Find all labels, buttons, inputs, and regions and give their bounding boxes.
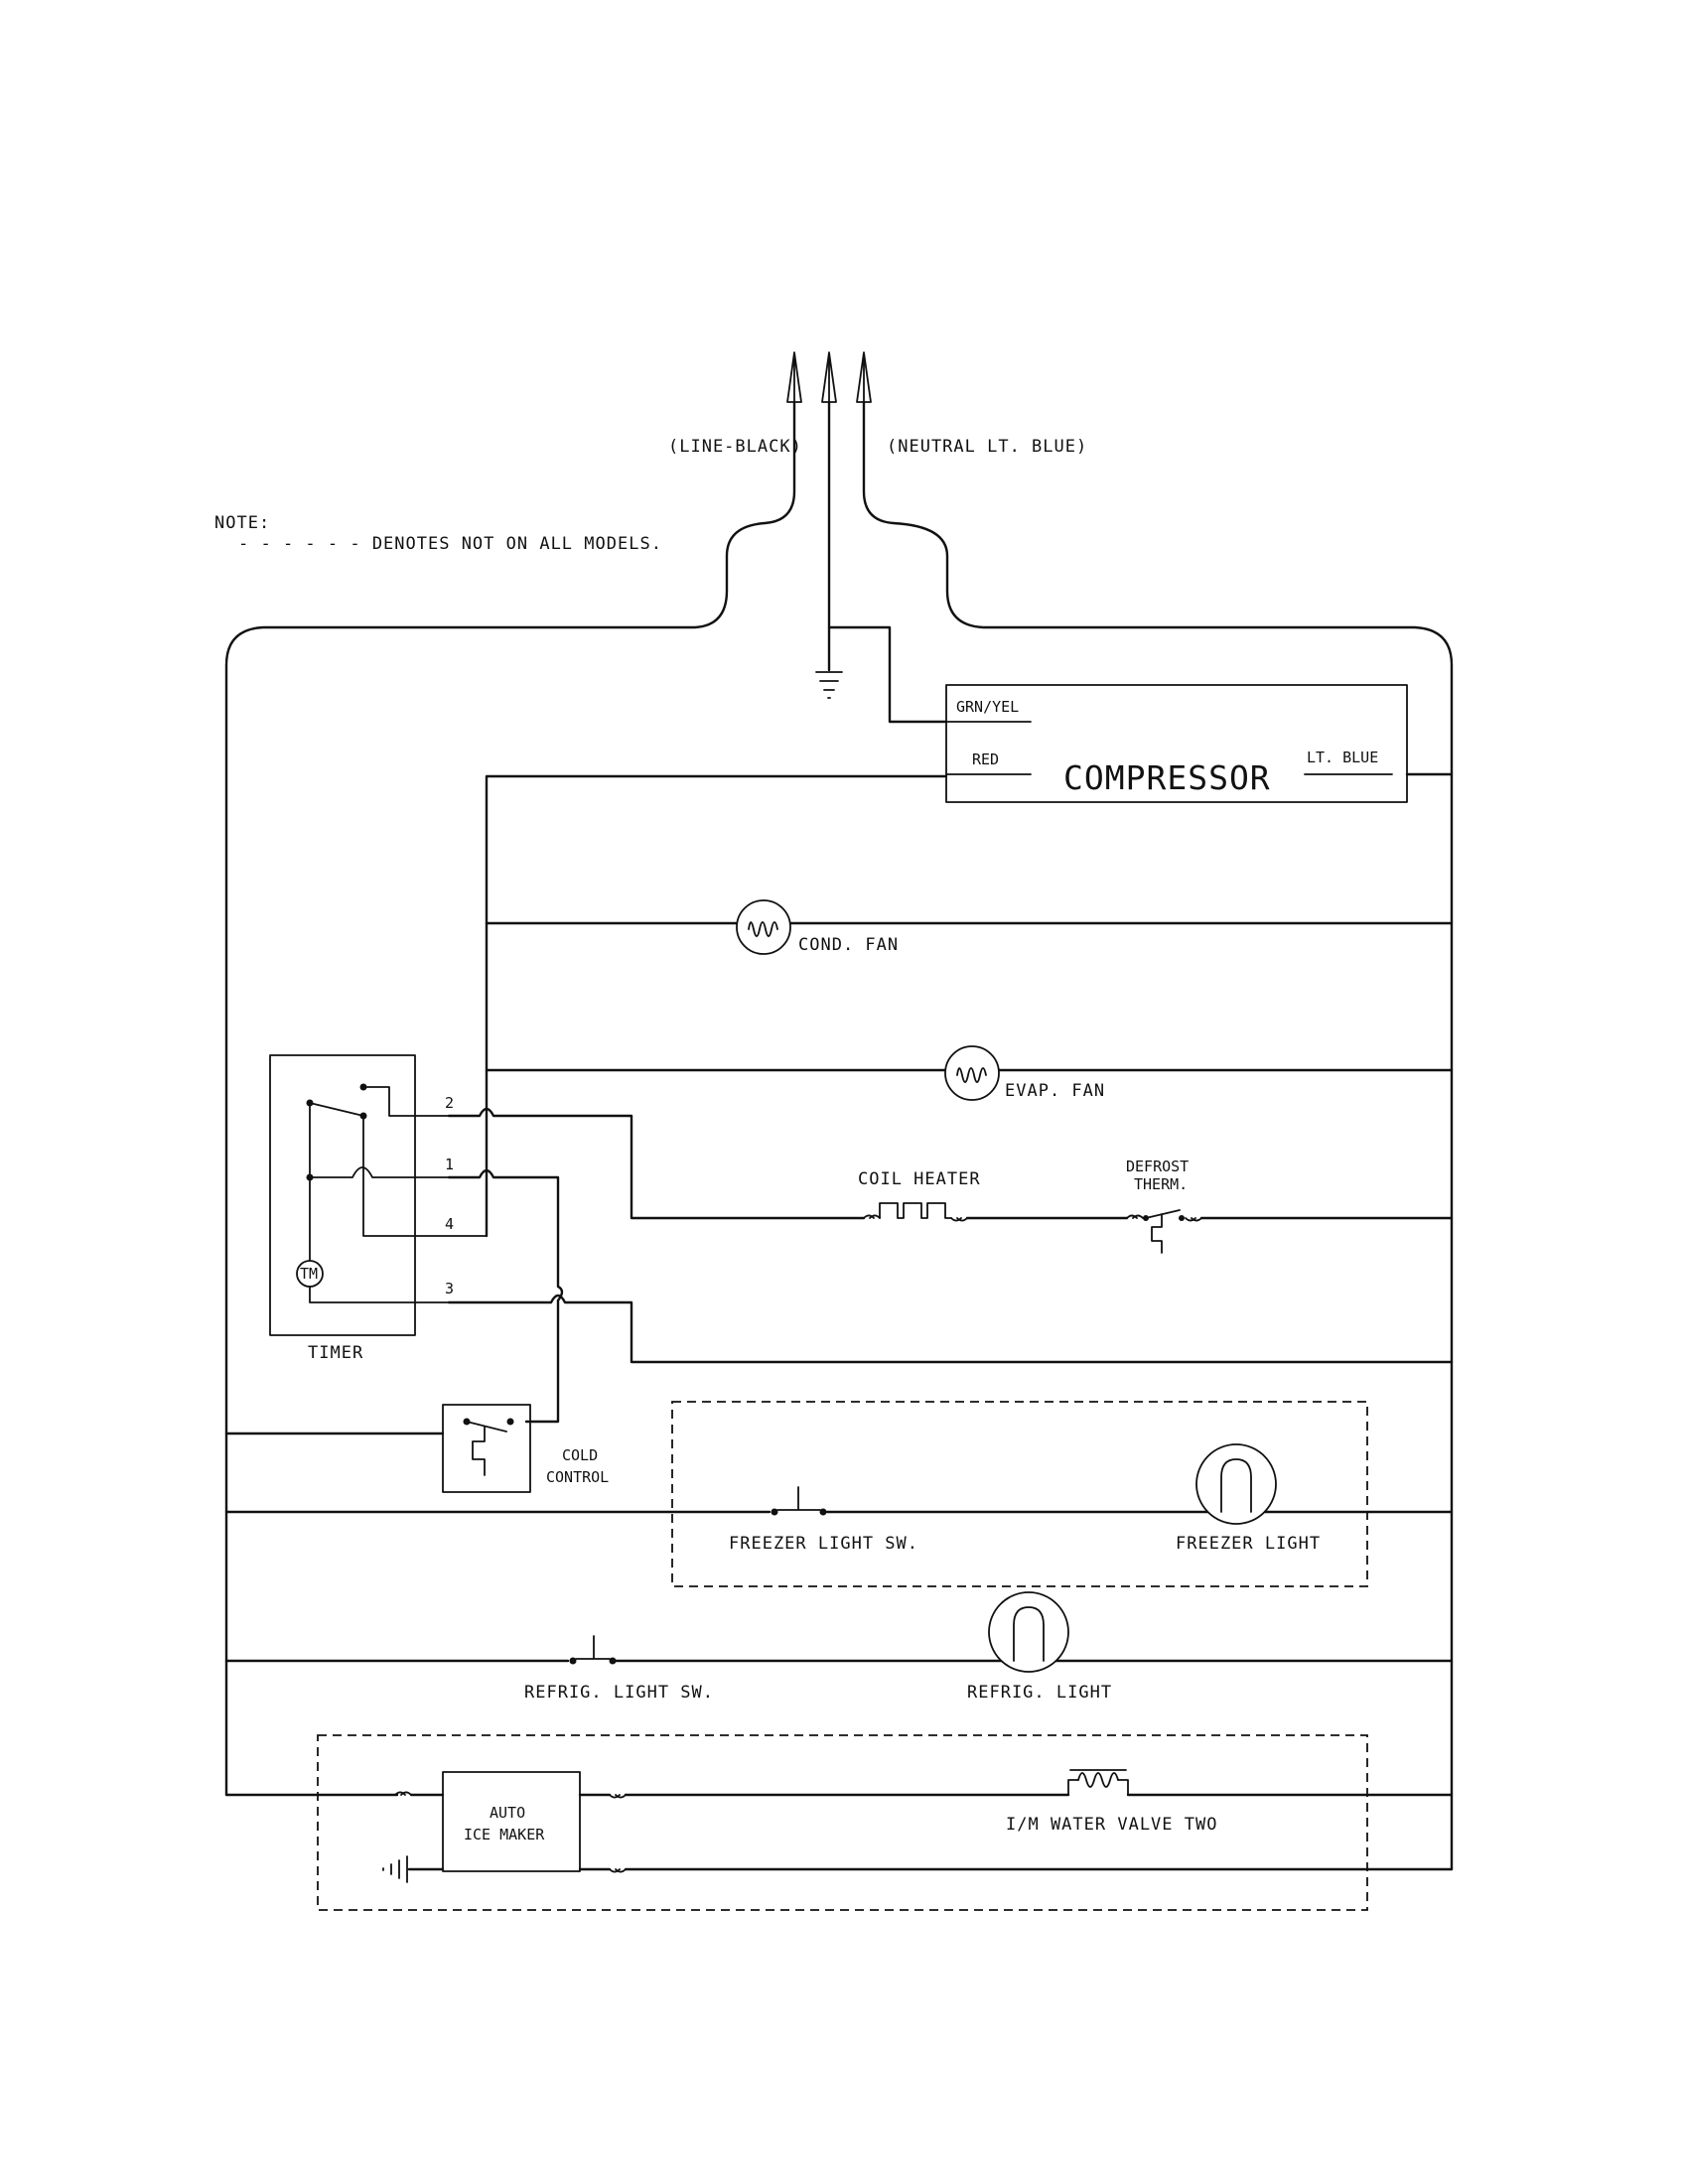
evap-fan: EVAP. FAN [485,1045,1454,1101]
red-label: RED [972,751,999,768]
cond-fan-label: COND. FAN [798,935,899,955]
timer-motor-label: TM [300,1265,318,1283]
freezer-light-optional-box [671,1401,1368,1587]
timer-label: TIMER [308,1343,363,1363]
neutral-label: (NEUTRAL LT. BLUE) [887,437,1087,457]
freezer-light-label: FREEZER LIGHT [1176,1534,1321,1554]
defrost-therm-label-1: DEFROST [1126,1158,1189,1175]
freezer-light-sw-label: FREEZER LIGHT SW. [729,1534,918,1554]
defrost-thermostat: DEFROST THERM. [1126,1158,1454,1254]
power-cord [786,351,872,403]
ice-maker-label-1: AUTO [490,1804,525,1822]
cold-control-label-2: CONTROL [546,1468,609,1486]
refrig-light-sw-label: REFRIG. LIGHT SW. [524,1683,714,1703]
refrig-light-circuit: REFRIG. LIGHT SW. REFRIG. LIGHT [224,1591,1454,1703]
refrig-light-label: REFRIG. LIGHT [967,1683,1112,1703]
timer: TIMER TM [269,1054,488,1363]
evap-fan-label: EVAP. FAN [1005,1081,1105,1101]
ice-maker-circuit: AUTO ICE MAKER I/M WATER VALVE TWO [224,1769,1454,1883]
terminal-3-wire [447,1294,1454,1364]
line-wire [224,400,796,1797]
terminal-4: 4 [445,1215,454,1233]
terminal-1-wire [447,1168,564,1424]
water-valve-label: I/M WATER VALVE TWO [1006,1815,1217,1835]
terminal-1: 1 [445,1156,454,1173]
timer-terminals: 2 1 4 3 [445,1094,454,1297]
cond-fan: COND. FAN [485,899,1454,955]
neutral-wire [862,400,1454,1871]
note-title: NOTE: [214,513,270,533]
lt-blue-label: LT. BLUE [1307,749,1378,766]
cold-control-label-1: COLD [562,1446,598,1464]
cold-control: COLD CONTROL [442,1404,609,1493]
terminal-3: 3 [445,1280,454,1297]
ice-maker-label-2: ICE MAKER [464,1826,545,1843]
coil-heater-label: COIL HEATER [858,1169,981,1189]
terminal-2: 2 [445,1094,454,1112]
compressor-title: COMPRESSOR [1063,758,1271,797]
line-label: (LINE-BLACK) [668,437,802,457]
ground-wire [815,400,948,724]
compressor-red-wire [485,774,948,1238]
defrost-therm-label-2: THERM. [1134,1175,1188,1193]
coil-heater: COIL HEATER [858,1169,1129,1222]
note-text: - - - - - - DENOTES NOT ON ALL MODELS. [238,534,662,554]
ice-maker-optional-box [317,1734,1368,1911]
defrost-wire [447,1107,866,1220]
grn-yel-label: GRN/YEL [956,698,1019,716]
freezer-light-circuit: FREEZER LIGHT SW. FREEZER LIGHT [224,1443,1454,1554]
compressor: GRN/YEL RED COMPRESSOR LT. BLUE [945,684,1408,803]
